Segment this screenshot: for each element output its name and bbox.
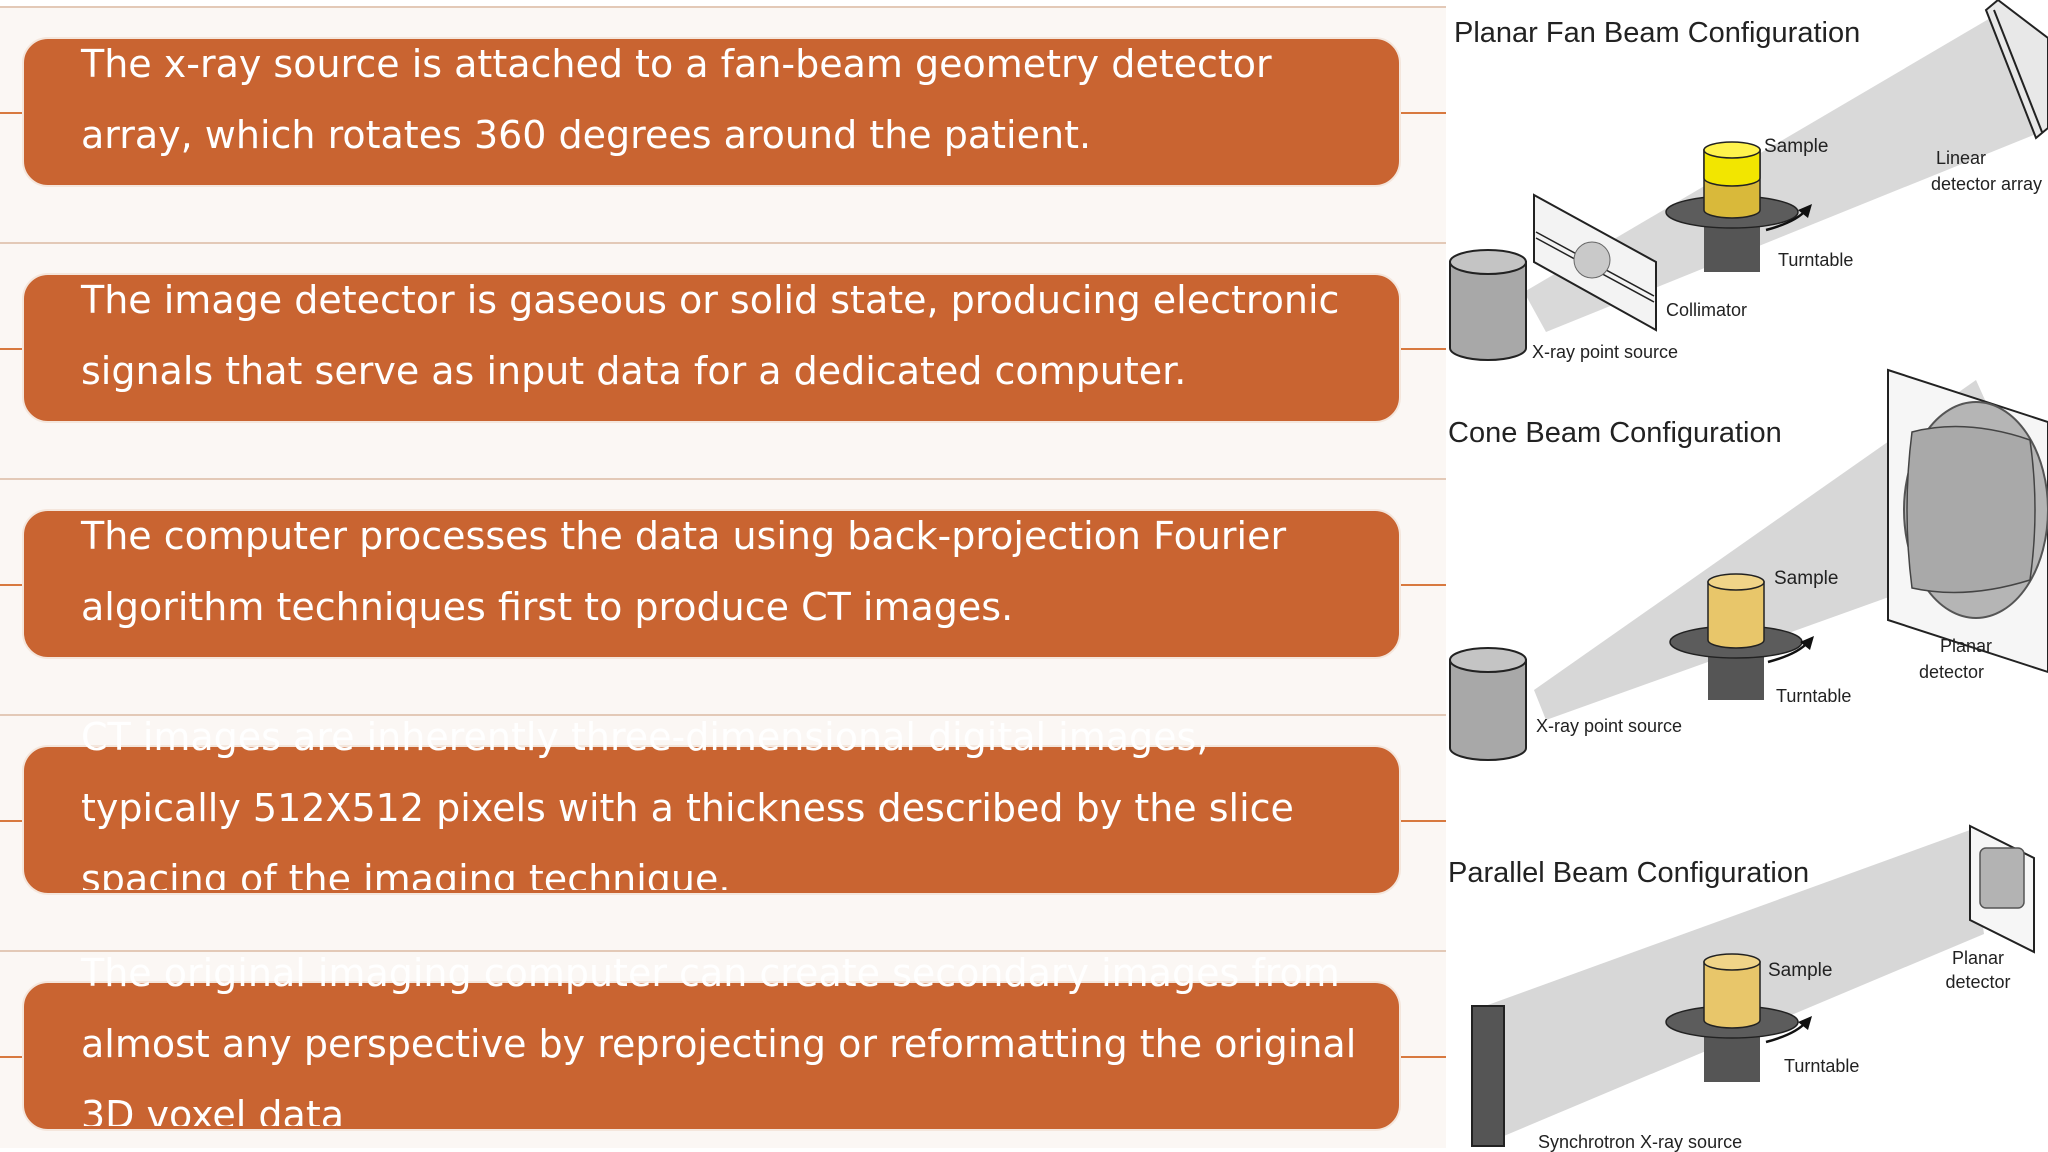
fan-detector-label-1: Linear: [1936, 148, 1986, 168]
sample-top: [1703, 141, 1761, 159]
ct-beam-diagram-svg: Planar Fan Beam Configuration: [1448, 0, 2048, 1152]
turntable-base: [1704, 222, 1760, 272]
fan-beam-configuration: Planar Fan Beam Configuration: [1449, 0, 2048, 362]
fan-source-label: X-ray point source: [1532, 342, 1678, 362]
bullet-1-line-2: array, which rotates 360 degrees around …: [81, 113, 1092, 157]
parallel-detector-label-1: Planar: [1952, 948, 2004, 968]
bullet-4-line-3: spacing of the imaging technique.: [81, 857, 731, 890]
sample: [1707, 581, 1765, 649]
parallel-turntable-label: Turntable: [1784, 1056, 1859, 1076]
bullet-box-4: CT images are inherently three-dimension…: [22, 715, 1401, 895]
synchrotron-source: [1471, 1005, 1505, 1147]
detector-field: [1979, 847, 2025, 909]
collimator-aperture: [1573, 241, 1611, 279]
bullet-box-3: The computer processes the data using ba…: [22, 509, 1401, 659]
parallel-sample-label: Sample: [1768, 960, 1832, 981]
fan-collimator-label: Collimator: [1666, 300, 1747, 320]
parallel-detector-label-2: detector: [1945, 972, 2010, 992]
bullet-3-line-1: The computer processes the data using ba…: [81, 514, 1287, 558]
bullet-4-line-1: CT images are inherently three-dimension…: [81, 715, 1209, 759]
bullet-2-line-2: signals that serve as input data for a d…: [81, 349, 1187, 393]
sample-top: [1703, 953, 1761, 971]
cone-turntable-label: Turntable: [1776, 686, 1851, 706]
cone-detector-label-2: detector: [1919, 662, 1984, 682]
cone-beam-configuration: Cone Beam Configuration Sample Planar de…: [1448, 368, 2048, 761]
sample-upper: [1703, 149, 1761, 187]
xray-source-top: [1449, 647, 1527, 673]
bullet-5-line-2: almost any perspective by reprojecting o…: [81, 1022, 1357, 1066]
bullet-2-line-1: The image detector is gaseous or solid s…: [81, 278, 1340, 322]
detector-edge: [1993, 9, 2043, 133]
fan-turntable-label: Turntable: [1778, 250, 1853, 270]
bullet-box-1: The x-ray source is attached to a fan-be…: [22, 37, 1401, 187]
detector-field-inner: [1906, 425, 2036, 594]
parallel-title: Parallel Beam Configuration: [1448, 857, 1809, 889]
cone-sample-label: Sample: [1774, 568, 1838, 589]
arrow-head-icon: [1798, 204, 1812, 218]
xray-source: [1449, 659, 1527, 761]
xray-source: [1449, 261, 1527, 361]
turntable-base: [1708, 652, 1764, 700]
bullet-5-line-1: The original imaging computer can create…: [81, 951, 1340, 995]
fan-title: Planar Fan Beam Configuration: [1454, 17, 1860, 49]
fan-detector-label-2: detector array: [1931, 174, 2042, 194]
cone-detector-label-1: Planar: [1940, 636, 1992, 656]
sample: [1703, 961, 1761, 1029]
fan-sample-label: Sample: [1764, 136, 1828, 157]
bullet-panel: The x-ray source is attached to a fan-be…: [0, 6, 1446, 1148]
parallel-beam-configuration: Parallel Beam Configuration Sample Plana…: [1448, 824, 2035, 1152]
bullet-1-line-1: The x-ray source is attached to a fan-be…: [81, 42, 1272, 86]
arrow-head-icon: [1798, 1016, 1812, 1030]
bullet-box-5: The original imaging computer can create…: [22, 951, 1401, 1131]
cone-title: Cone Beam Configuration: [1448, 417, 1782, 449]
sample-top: [1707, 573, 1765, 591]
bullet-box-2: The image detector is gaseous or solid s…: [22, 273, 1401, 423]
bullet-5-line-3: 3D voxel data: [81, 1093, 345, 1126]
cone-source-label: X-ray point source: [1536, 716, 1682, 736]
parallel-source-label: Synchrotron X-ray source: [1538, 1132, 1742, 1152]
ct-beam-diagram: Planar Fan Beam Configuration: [1446, 0, 2048, 1152]
bullet-4-line-2: typically 512X512 pixels with a thicknes…: [81, 786, 1294, 830]
fan-beam: [1524, 10, 2046, 332]
bullet-3-line-2: algorithm techniques first to produce CT…: [81, 585, 1014, 629]
xray-source-top: [1449, 249, 1527, 275]
arrow-head-icon: [1800, 636, 1814, 650]
